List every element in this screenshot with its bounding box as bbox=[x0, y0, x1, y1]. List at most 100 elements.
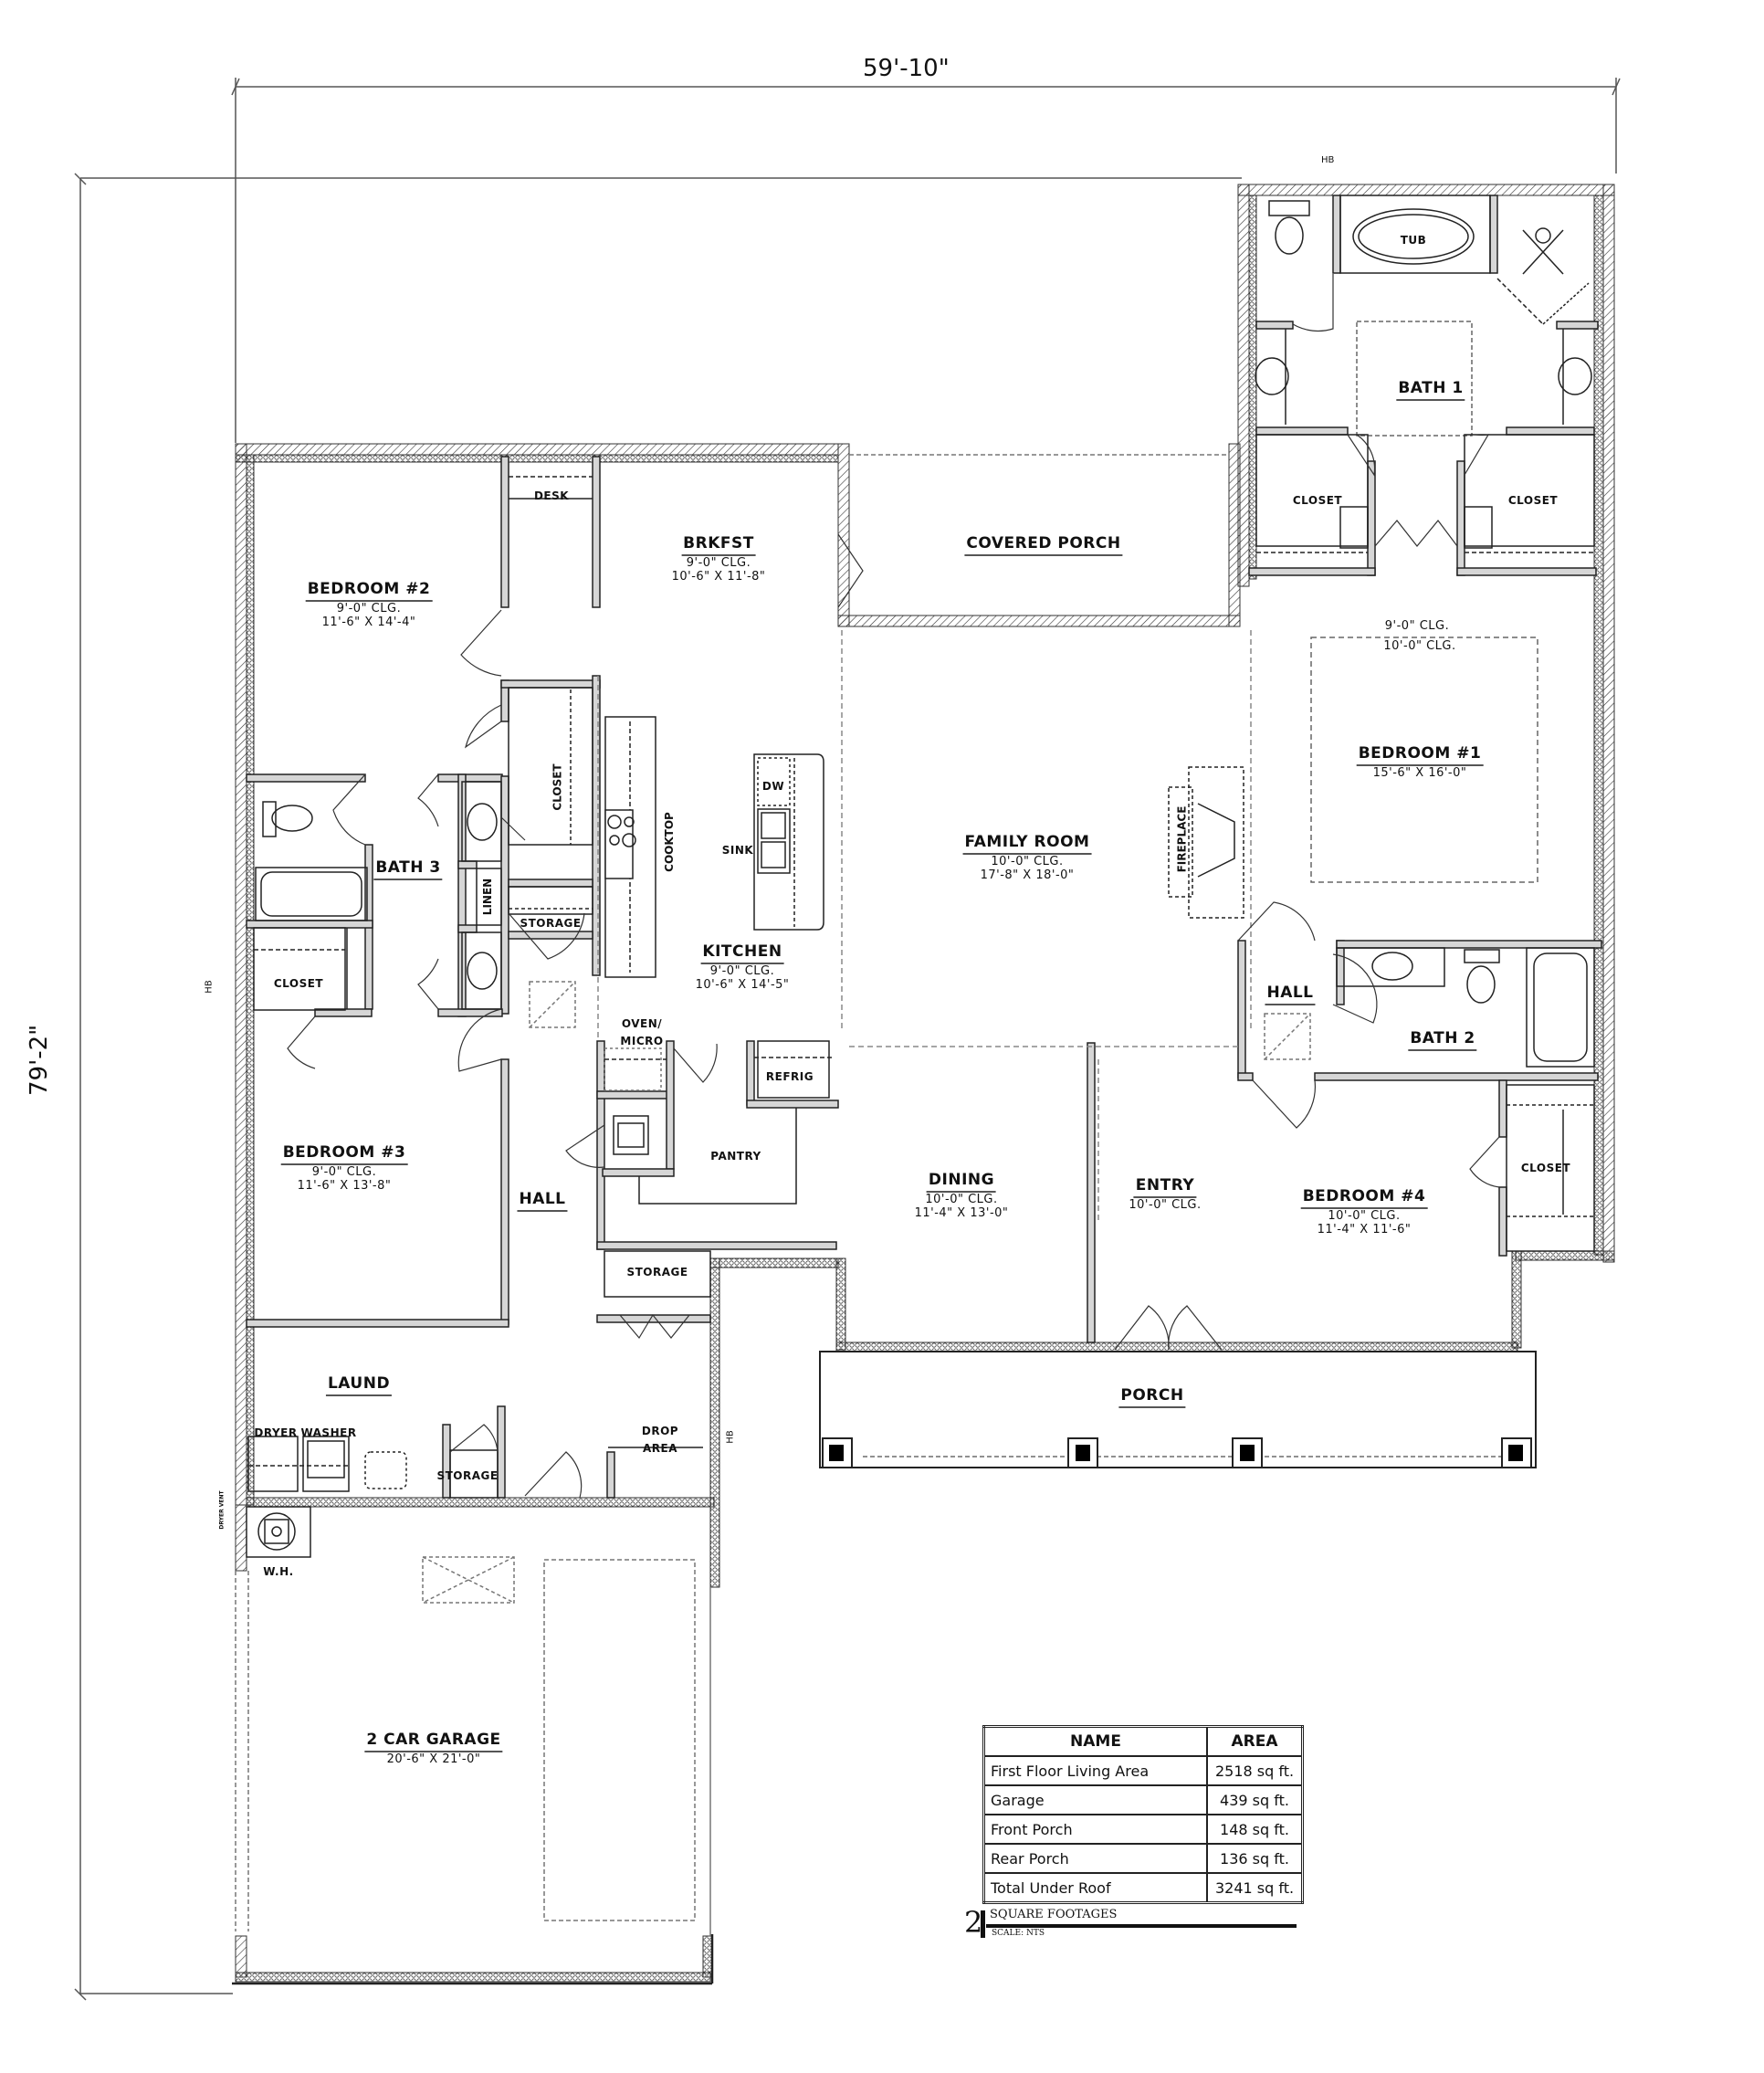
refrig-label-text: REFRIG bbox=[765, 1070, 814, 1083]
room-hall-closet: CLOSET bbox=[274, 973, 323, 991]
room-name: FAMILY ROOM bbox=[962, 833, 1092, 855]
dryer-label: DRYER bbox=[254, 1423, 297, 1440]
room-bath1-closet-right: CLOSET bbox=[1508, 490, 1558, 508]
room-garage: 2 CAR GARAGE 20'-6" X 21'-0" bbox=[364, 1731, 503, 1766]
title-bar bbox=[981, 1910, 985, 1938]
room-size: 11'-6" X 14'-4" bbox=[321, 616, 416, 629]
table-row: Garage 439 sq ft. bbox=[982, 1784, 1304, 1815]
room-name: BEDROOM #4 bbox=[1300, 1187, 1428, 1209]
room-desk: DESK bbox=[534, 486, 569, 503]
room-name: ENTRY bbox=[1133, 1176, 1197, 1198]
row-area: 148 sq ft. bbox=[1206, 1814, 1304, 1845]
room-bath-2: BATH 2 bbox=[1408, 1029, 1477, 1051]
hb-marker-top: HB bbox=[1321, 155, 1335, 165]
room-name: BRKFST bbox=[681, 534, 756, 556]
storage-bath3: STORAGE bbox=[520, 913, 581, 931]
room-bedroom-3: BEDROOM #3 9'-0" CLG. 11'-6" X 13'-8" bbox=[280, 1143, 408, 1193]
fireplace-label: FIREPLACE bbox=[1175, 805, 1189, 873]
room-brkfst: BRKFST 9'-0" CLG. 10'-6" X 11'-8" bbox=[672, 534, 766, 584]
porch-columns bbox=[829, 1445, 1523, 1461]
room-name: BATH 1 bbox=[1396, 379, 1465, 401]
title-underline bbox=[986, 1924, 1297, 1928]
room-entry: ENTRY 10'-0" CLG. bbox=[1129, 1176, 1201, 1212]
room-size: 11'-4" X 13'-0" bbox=[914, 1206, 1009, 1220]
room-bath-1: BATH 1 bbox=[1396, 379, 1465, 401]
tub-label: TUB bbox=[1400, 234, 1427, 247]
dishwasher-label: DW bbox=[762, 776, 784, 794]
room-ceiling: 9'-0" CLG. bbox=[311, 1165, 377, 1179]
room-covered-porch: COVERED PORCH bbox=[964, 534, 1123, 556]
square-footage-table: NAME AREA First Floor Living Area 2518 s… bbox=[982, 1725, 1304, 1904]
room-bedroom-1: BEDROOM #1 15'-6" X 16'-0" bbox=[1356, 744, 1484, 780]
hb-marker-right: HB bbox=[725, 1430, 736, 1444]
header-name: NAME bbox=[982, 1725, 1208, 1757]
bedroom1-outer-ceiling: 9'-0" CLG. bbox=[1385, 619, 1449, 633]
dryer-label-text: DRYER bbox=[254, 1426, 298, 1439]
room-size: 11'-4" X 11'-6" bbox=[1317, 1223, 1412, 1236]
hb-marker-left: HB bbox=[204, 980, 215, 994]
room-porch: PORCH bbox=[1118, 1386, 1186, 1408]
room-size: 20'-6" X 21'-0" bbox=[386, 1752, 481, 1766]
room-name: CLOSET bbox=[1520, 1162, 1571, 1174]
room-name: DESK bbox=[533, 489, 570, 502]
row-area: 2518 sq ft. bbox=[1206, 1755, 1304, 1786]
exterior-walls bbox=[235, 184, 1615, 1983]
room-name: STORAGE bbox=[520, 917, 582, 930]
room-ceiling: 9'-0" CLG. bbox=[709, 964, 775, 978]
cooktop-label: COOKTOP bbox=[662, 812, 676, 872]
room-name: CLOSET bbox=[1507, 494, 1559, 507]
sink-label-text: SINK bbox=[721, 844, 754, 857]
front-porch-outline bbox=[819, 1351, 1537, 1468]
refrig-label: REFRIG bbox=[766, 1067, 814, 1084]
room-size: 11'-6" X 13'-8" bbox=[297, 1179, 392, 1193]
table-row: Front Porch 148 sq ft. bbox=[982, 1814, 1304, 1845]
drop-area-label: DROP AREA bbox=[642, 1421, 678, 1456]
room-name: PANTRY bbox=[710, 1150, 761, 1163]
room-name: BATH 2 bbox=[1408, 1029, 1477, 1051]
room-ceiling: 9'-0" CLG. bbox=[336, 602, 402, 616]
row-area: 136 sq ft. bbox=[1206, 1843, 1304, 1874]
linen-label: LINEN bbox=[481, 878, 495, 916]
washer-label: WASHER bbox=[300, 1423, 356, 1440]
drawing-title-block: 2 SQUARE FOOTAGES SCALE: NTS bbox=[964, 1905, 1302, 1941]
wh-label: W.H. bbox=[263, 1565, 294, 1578]
row-area: 439 sq ft. bbox=[1206, 1784, 1304, 1815]
interior-walls bbox=[246, 195, 1602, 1499]
room-hall-right: HALL bbox=[1265, 984, 1316, 1005]
room-name: 2 CAR GARAGE bbox=[364, 1731, 503, 1752]
washer-label-text: WASHER bbox=[300, 1426, 357, 1439]
area-label: AREA bbox=[642, 1442, 678, 1455]
room-kitchen: KITCHEN 9'-0" CLG. 10'-6" X 14'-5" bbox=[696, 942, 790, 992]
drawing-scale: SCALE: NTS bbox=[992, 1929, 1045, 1938]
room-laund: LAUND bbox=[325, 1374, 393, 1396]
room-name: CLOSET bbox=[273, 977, 324, 990]
room-name: BEDROOM #3 bbox=[280, 1143, 408, 1165]
room-size: 15'-6" X 16'-0" bbox=[1372, 766, 1467, 780]
room-name: DINING bbox=[926, 1171, 997, 1193]
micro-label: MICRO bbox=[620, 1035, 664, 1047]
dryer-vent-label: DRYER VENT bbox=[218, 1490, 226, 1530]
room-name: CLOSET bbox=[1292, 494, 1343, 507]
overall-depth-dimension: 79'-2" bbox=[26, 1024, 53, 1096]
room-hall-left: HALL bbox=[517, 1190, 568, 1212]
room-name: PORCH bbox=[1118, 1386, 1186, 1408]
oven-label: OVEN/ bbox=[621, 1017, 663, 1030]
room-name: BATH 3 bbox=[373, 858, 443, 880]
drop-label: DROP bbox=[641, 1425, 679, 1437]
room-name: BEDROOM #1 bbox=[1356, 744, 1484, 766]
door-swings bbox=[287, 274, 1500, 1499]
room-ceiling: 10'-0" CLG. bbox=[1129, 1198, 1202, 1212]
row-name: Garage bbox=[982, 1784, 1208, 1815]
table-row: First Floor Living Area 2518 sq ft. bbox=[982, 1755, 1304, 1786]
water-heater-label: W.H. bbox=[263, 1562, 293, 1579]
room-ceiling: 10'-0" CLG. bbox=[925, 1193, 998, 1206]
bed2-closet-label: CLOSET bbox=[551, 763, 564, 811]
room-name: LAUND bbox=[325, 1374, 393, 1396]
row-area: 3241 sq ft. bbox=[1206, 1872, 1304, 1904]
room-name: HALL bbox=[1265, 984, 1316, 1005]
row-name: Front Porch bbox=[982, 1814, 1208, 1845]
room-ceiling: 9'-0" CLG. bbox=[1384, 619, 1450, 633]
row-name: Rear Porch bbox=[982, 1843, 1208, 1874]
storage-mid-label: STORAGE bbox=[626, 1262, 688, 1279]
